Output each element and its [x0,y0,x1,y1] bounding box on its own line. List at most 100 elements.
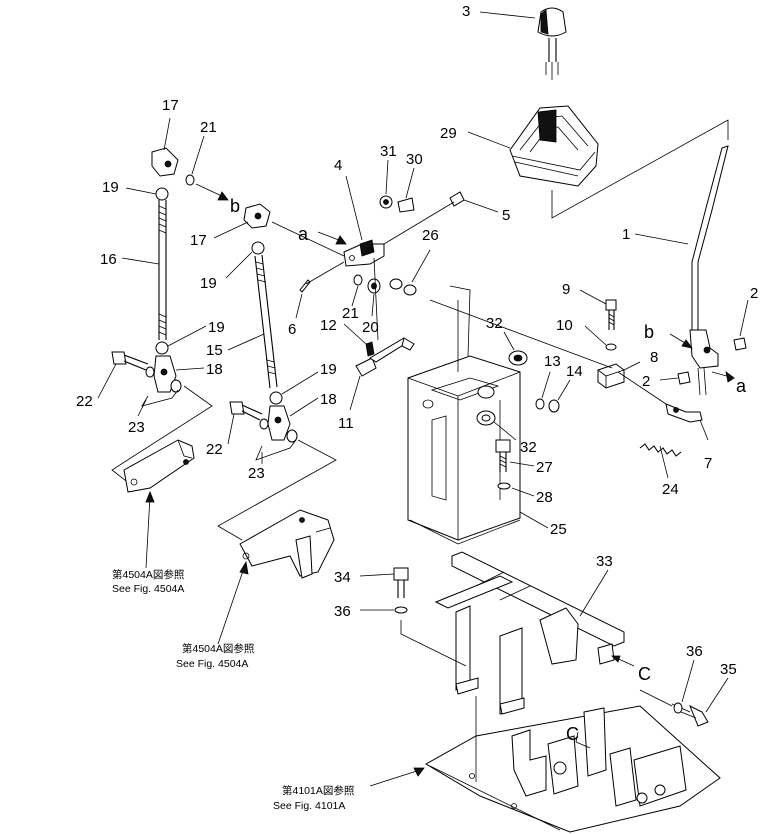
leader-3 [479,11,536,19]
bracket-23a [141,389,179,407]
washer-36-right [673,702,683,714]
leader-36b [681,659,695,703]
leader-18a [175,367,205,371]
leader-22b [227,413,235,445]
arm-4504a-middle [239,509,335,579]
part-label-p21a: 21 [200,119,217,136]
part-label-p8: 8 [650,349,658,366]
ref-arrow-2 [217,560,249,645]
rod-15 [254,254,278,389]
part-label-p23a: 23 [128,419,145,436]
leader-27 [509,461,535,467]
rod-end-17-left [151,147,179,177]
leader-25 [519,511,549,529]
part-label-p33: 33 [596,553,613,570]
nut-19-bottom-middle [269,391,283,405]
nut-19-top-left [155,187,169,201]
callout-cb1: b [230,196,240,216]
part-label-p13: 13 [544,353,561,370]
ref-arrow-3 [369,767,425,787]
leader-17a [163,117,171,151]
bushing-2-lower [677,371,691,385]
part-label-p19d: 19 [320,361,337,378]
callout-cb2: b [644,322,654,342]
leader-16 [121,257,160,265]
leader-22a [97,363,117,399]
part-label-p5: 5 [502,207,510,224]
floor-plate [424,705,721,833]
part-label-p36b: 36 [686,643,703,660]
washer-23b-left [259,418,269,430]
part-label-p22a: 22 [76,393,93,410]
pivot-bracket-4 [343,239,385,267]
bolt-path-35 [639,689,673,707]
arrow-b-lever [669,333,693,349]
part-label-p23b: 23 [248,465,265,482]
leader-2b [659,377,679,381]
leader-10 [584,325,607,346]
leader-26 [411,249,431,283]
callout-cc1: C [638,664,651,684]
leader-34 [359,573,395,577]
part-label-p17b: 17 [190,232,207,249]
part-label-p25: 25 [550,521,567,538]
nut-19-bottom-left [155,341,169,355]
leader-19b [225,251,253,279]
leader-8 [623,361,641,371]
ref-note-1-jp: 第4504A図参照 [112,568,185,581]
leader-11 [349,375,361,411]
ref-note-2-en: See Fig. 4504A [176,658,248,670]
part-label-p32a: 32 [486,315,503,332]
part-label-p19c: 19 [208,319,225,336]
part-label-p7: 7 [704,455,712,472]
ref-note-3-jp: 第4101A図参照 [282,784,355,797]
part-label-p20: 20 [362,319,379,336]
part-label-p21b: 21 [342,305,359,322]
leader-28 [511,487,535,497]
ref-note-1-en: See Fig. 4504A [112,583,184,595]
part-label-p17a: 17 [162,97,179,114]
leader-4 [345,175,363,241]
ref-note-3-en: See Fig. 4101A [273,800,345,812]
part-label-p22b: 22 [206,441,223,458]
shift-knob [537,7,567,80]
rod-end-link [271,221,345,257]
part-label-p15: 15 [206,342,223,359]
part-label-p9: 9 [562,281,570,298]
part-label-p2b: 2 [642,373,650,390]
reference-note-2: 第4504A図参照 See Fig. 4504A [176,642,255,670]
washer-21-center [353,274,363,286]
part-label-p3: 3 [462,3,470,20]
shift-lever [689,145,729,396]
arrow-a-left [317,231,347,245]
part-label-p34: 34 [334,569,351,586]
bushing-2-upper [733,337,747,351]
bolt-30 [397,197,415,213]
leader-20 [371,293,375,317]
part-label-p1: 1 [622,226,630,243]
part-label-p32b: 32 [520,439,537,456]
leader-23a [137,399,147,417]
part-label-p29: 29 [440,125,457,142]
part-label-p19b: 19 [200,275,217,292]
leader-32a [503,331,515,351]
washer-10 [605,343,617,351]
bolt-path-34 [400,620,467,667]
boot-link-line [551,119,729,219]
part-label-p16: 16 [100,251,117,268]
leader-6 [295,293,303,319]
leader-5 [463,199,499,213]
console-column [407,355,521,545]
bolt-9 [605,299,617,330]
pin-11 [355,337,415,377]
leader-14 [557,379,571,401]
arrow-c-right [611,655,635,667]
part-label-p30: 30 [406,151,423,168]
ref-arrow-1 [145,490,155,569]
part-label-p24: 24 [662,481,679,498]
leader-33 [579,569,609,617]
leader-7 [699,419,709,441]
bolt-22-left [111,351,149,371]
leader-13 [541,371,551,399]
